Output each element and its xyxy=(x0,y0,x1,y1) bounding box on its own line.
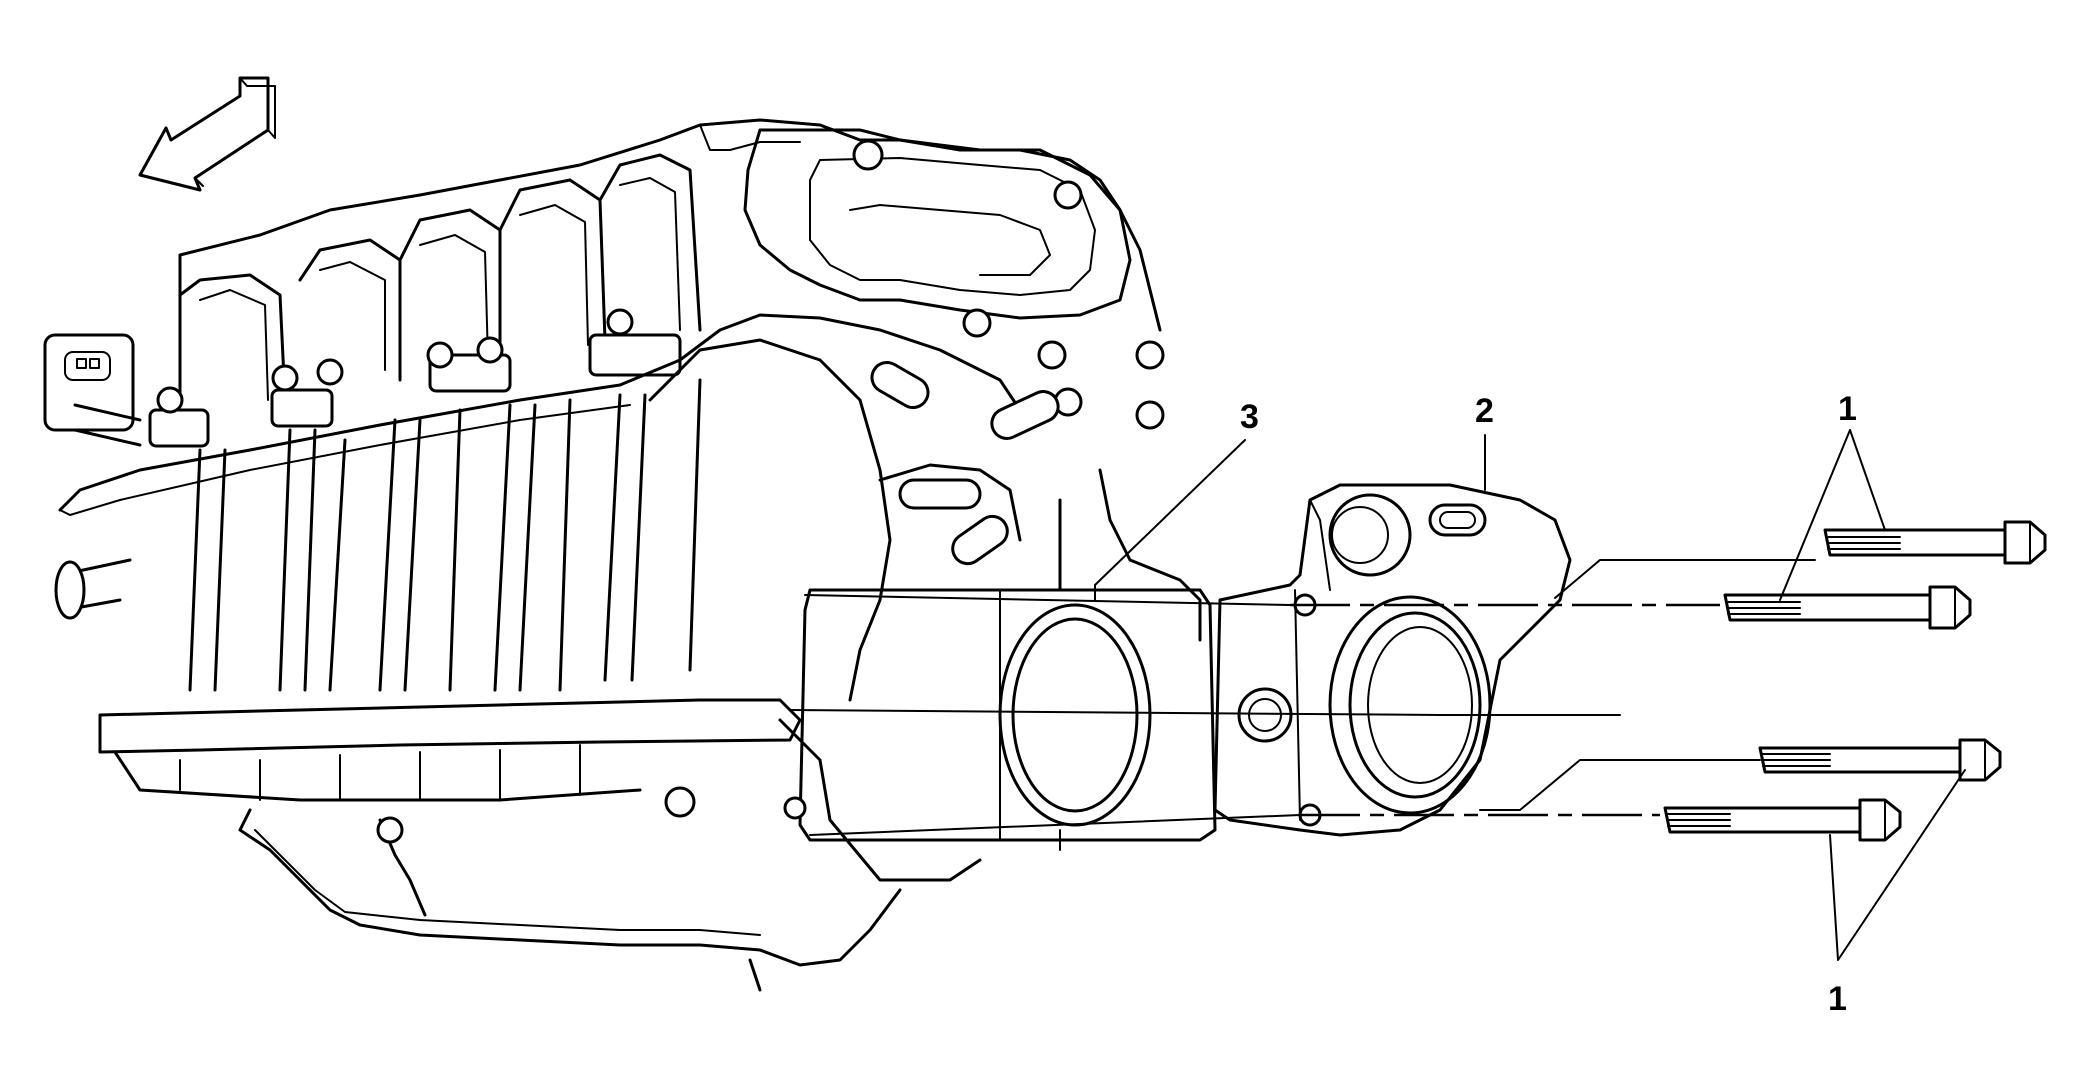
callout-1-bottom: 1 xyxy=(1828,980,1847,1018)
callout-labels: 1 2 3 1 xyxy=(1240,390,1857,1018)
alignment-lines xyxy=(789,559,1816,836)
bolt-upper-2 xyxy=(1723,585,1972,630)
bolt-lower-2 xyxy=(1663,798,1902,842)
callout-leaders xyxy=(1094,429,1966,961)
throttle-body xyxy=(1213,483,1572,837)
front-direction-arrow xyxy=(138,76,276,192)
bolt-upper-1 xyxy=(1823,520,2047,565)
gasket xyxy=(783,584,1217,851)
intake-manifold xyxy=(43,118,1202,992)
bolt-lower-1 xyxy=(1758,738,2002,782)
callout-1-top: 1 xyxy=(1838,390,1857,428)
callout-2: 2 xyxy=(1475,392,1494,430)
callout-3: 3 xyxy=(1240,398,1259,436)
bolts xyxy=(1663,520,2047,842)
